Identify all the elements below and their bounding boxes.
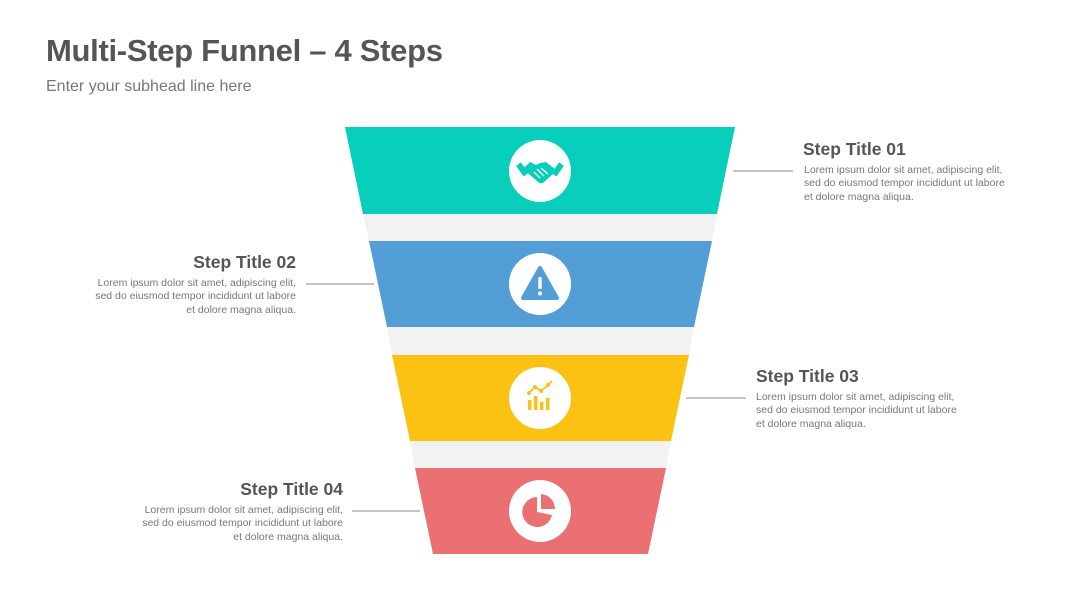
step-body-1-line-3: et dolore magna aliqua. [804,190,914,203]
step-body-4-line-2: sed do eiusmod tempor incididunt ut labo… [142,517,343,530]
pie-chart-icon [522,494,556,527]
step-body-3: Lorem ipsum dolor sit amet, adipiscing e… [756,391,996,431]
step-body-1: Lorem ipsum dolor sit amet, adipiscing e… [804,164,1044,204]
step-body-4-line-1: Lorem ipsum dolor sit amet, adipiscing e… [144,504,343,516]
handshake-icon [516,162,564,184]
step-title-4: Step Title 04 [240,479,343,499]
step-body-4-line-3: et dolore magna aliqua. [233,530,343,543]
step-title-1: Step Title 01 [803,139,906,159]
funnel-gap-1 [363,214,717,241]
step-body-1-line-1: Lorem ipsum dolor sit amet, adipiscing e… [804,164,1003,176]
icon-circle-3 [509,367,571,429]
chart-icon [527,380,553,410]
step-body-2: Lorem ipsum dolor sit amet, adipiscing e… [56,277,296,317]
step-body-1-line-2: sed do eiusmod tempor incididunt ut labo… [804,177,1005,190]
icon-circle-4 [509,480,571,542]
page-title: Multi-Step Funnel – 4 Steps [46,33,443,68]
step-title-2: Step Title 02 [193,252,296,272]
page-subtitle: Enter your subhead line here [46,78,252,95]
step-body-3-line-3: et dolore magna aliqua. [756,417,866,430]
step-body-2-line-2: sed do eiusmod tempor incididunt ut labo… [95,290,296,303]
step-body-2-line-1: Lorem ipsum dolor sit amet, adipiscing e… [97,277,296,289]
funnel-gap-2 [387,327,694,355]
funnel-gap-3 [410,441,671,468]
step-body-4: Lorem ipsum dolor sit amet, adipiscing e… [103,504,343,544]
step-body-3-line-2: sed do eiusmod tempor incididunt ut labo… [756,404,957,417]
step-body-2-line-3: et dolore magna aliqua. [186,303,296,316]
warning-icon [521,266,559,300]
step-body-3-line-1: Lorem ipsum dolor sit amet, adipiscing e… [756,391,955,403]
step-title-3: Step Title 03 [756,366,859,386]
